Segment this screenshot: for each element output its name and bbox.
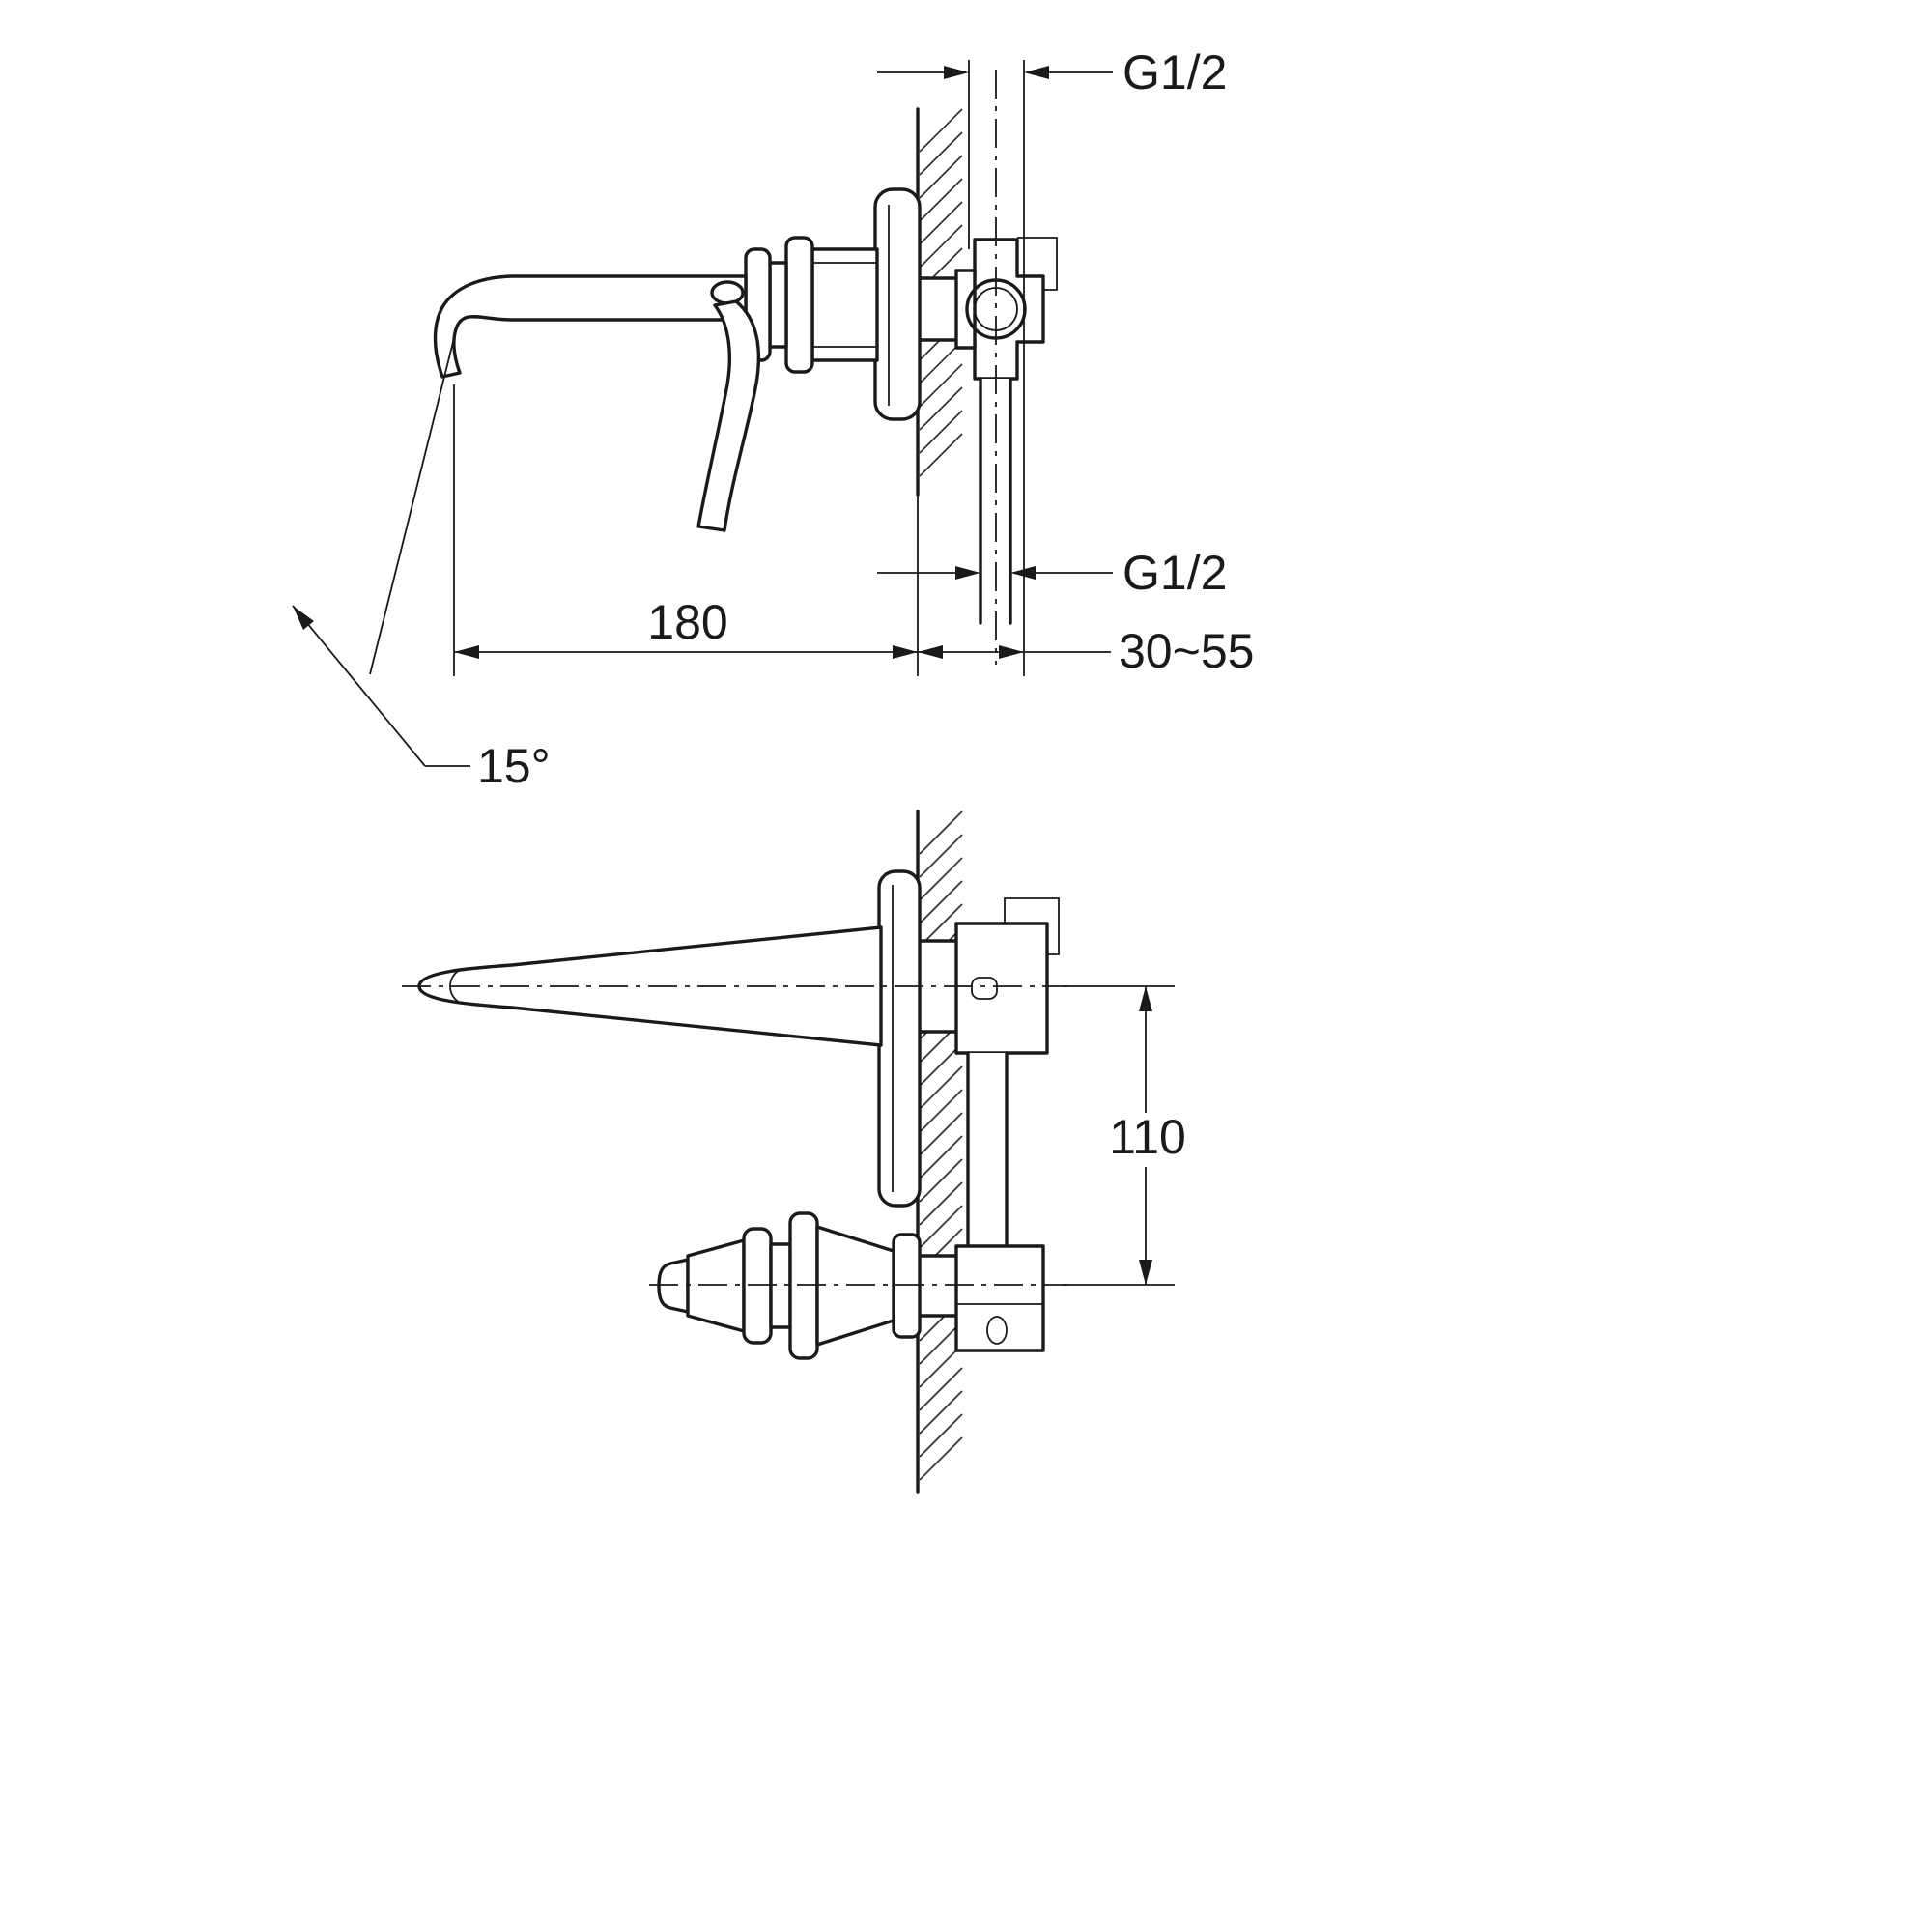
- spout-side: [433, 274, 748, 379]
- handle-stub-mask: [918, 1256, 958, 1316]
- arrowhead: [918, 645, 943, 659]
- handle-body-taper: [815, 1225, 898, 1347]
- wall-hatch-bottom: [919, 810, 963, 1481]
- wall-hatch-top: [919, 108, 963, 477]
- arrowhead: [893, 645, 918, 659]
- handle-wall-flange: [892, 1233, 922, 1339]
- dim-label-thread-top: G1/2: [1122, 45, 1227, 99]
- valve-slot: [971, 977, 998, 1000]
- handle-ring-1: [742, 1227, 773, 1345]
- angle-reference-line: [369, 337, 455, 675]
- handle-neck: [769, 1242, 792, 1329]
- arrowhead: [955, 566, 980, 580]
- escutcheon-plate-side: [873, 187, 922, 421]
- handle-valve-port: [986, 1316, 1008, 1345]
- dim-label-center-distance: 110: [1109, 1110, 1186, 1164]
- supply-stub-mask: [918, 278, 958, 340]
- arrowhead: [1024, 66, 1049, 79]
- handle-pivot: [710, 280, 745, 305]
- dim-label-spout-projection: 180: [647, 595, 727, 649]
- handle-knob-cone: [686, 1238, 746, 1333]
- valve-bracket-hook-front: [1004, 897, 1060, 955]
- arrowhead: [293, 606, 314, 630]
- valve-body-front: [954, 922, 1049, 1055]
- arm-mask: [968, 1053, 1007, 1246]
- spout-tip-curve: [449, 968, 463, 1005]
- valve-bracket-hook: [1017, 237, 1058, 291]
- dim-label-spout-angle: 15°: [477, 739, 551, 793]
- handle-lever-side: [696, 299, 761, 532]
- arrowhead: [454, 645, 479, 659]
- handle-valve-body: [954, 1244, 1045, 1352]
- dim-label-backplate: [1101, 1113, 1194, 1167]
- bottom-view: [402, 869, 1067, 1360]
- side-view-dimensions: G1/2 G1/2 180 30~55 15°: [292, 45, 1254, 793]
- handle-ring-2: [788, 1211, 819, 1360]
- arrowhead: [944, 66, 969, 79]
- collar-ring-large: [784, 236, 814, 374]
- angle-leader-line: [292, 605, 426, 767]
- arrowhead: [999, 645, 1024, 659]
- handle-knob-tip: [657, 1258, 690, 1314]
- arrowhead: [1010, 566, 1036, 580]
- mixer-body-side: [810, 247, 879, 362]
- bottom-view-dimensions: 110: [1063, 985, 1194, 1286]
- collar-neck: [768, 261, 788, 349]
- arrowhead: [1139, 986, 1152, 1011]
- escutcheon-plate-front: [877, 869, 922, 1208]
- wall-section-bottom: [916, 810, 963, 1494]
- side-view: [433, 70, 1058, 665]
- arrowhead: [1139, 1260, 1152, 1285]
- dim-label-rough-in: 30~55: [1119, 624, 1254, 678]
- dim-label-thread-bottom: G1/2: [1122, 546, 1227, 600]
